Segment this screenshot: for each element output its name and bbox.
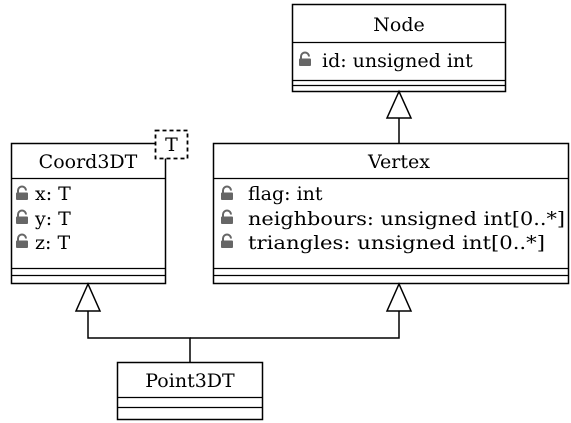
- class-name: Vertex: [367, 151, 430, 173]
- class-name: Node: [373, 14, 424, 36]
- generalization-point-parents: [74, 282, 413, 363]
- attribute: neighbours: unsigned int[0..*]: [248, 208, 565, 230]
- generalization-vertex-node: [385, 89, 413, 144]
- class-name: Coord3DT: [39, 151, 138, 173]
- class-point3dt[interactable]: Point3DT: [116, 361, 264, 421]
- class-vertex[interactable]: Vertex flag: int neighbours: unsigned in…: [212, 142, 570, 285]
- attribute: z: T: [35, 232, 70, 254]
- class-node[interactable]: Node id: unsigned int: [291, 3, 507, 93]
- attribute: triangles: unsigned int[0..*]: [248, 232, 545, 254]
- attribute: x: T: [35, 183, 71, 205]
- template-parameter-label: T: [165, 134, 178, 156]
- attribute: y: T: [34, 208, 71, 230]
- class-name: Point3DT: [145, 370, 235, 392]
- attribute: id: unsigned int: [322, 50, 473, 72]
- template-parameter: T: [154, 129, 189, 160]
- attribute: flag: int: [248, 183, 323, 205]
- class-coord3dt[interactable]: Coord3DT x: T y: T z: T: [10, 142, 167, 285]
